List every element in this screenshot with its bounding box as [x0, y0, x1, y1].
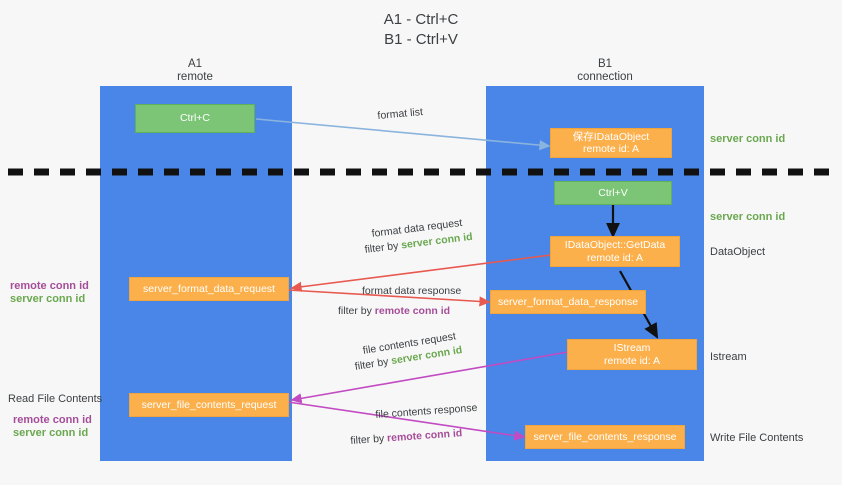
box-server-format-data-response-label: server_format_data_response	[497, 295, 639, 308]
arrow-file-contents-response	[287, 401, 526, 441]
box-server-file-contents-request-label: server_file_contents_request	[141, 398, 277, 411]
label-right-write-file-contents: Write File Contents	[710, 432, 804, 444]
box-getdata[interactable]: IDataObject::GetData remote id: A	[550, 236, 680, 267]
box-ctrl-c[interactable]: Ctrl+C	[135, 104, 255, 133]
edge-label-fdresp-filter-key: remote conn id	[374, 305, 451, 317]
box-server-file-contents-response[interactable]: server_file_contents_response	[525, 425, 685, 449]
box-save-idataobject[interactable]: 保存IDataObject remote id: A	[550, 128, 672, 158]
label-left-remote-conn-id-1: remote conn id	[10, 280, 89, 292]
box-server-format-data-request[interactable]: server_format_data_request	[129, 277, 289, 301]
edge-label-format-data-response: format data response	[362, 285, 461, 297]
edge-label-fdresp-filter-prefix: filter by	[338, 305, 375, 317]
column-caption-b1: B1 connection	[530, 58, 680, 84]
arrow-format-data-request	[290, 254, 552, 292]
arrow-format-data-response	[287, 289, 491, 307]
column-caption-a1: A1 remote	[120, 58, 270, 84]
arrow-file-contents-request	[290, 351, 569, 404]
box-istream-line2: remote id: A	[603, 354, 661, 367]
box-istream[interactable]: IStream remote id: A	[567, 339, 697, 370]
box-istream-line1: IStream	[613, 342, 651, 354]
label-right-server-conn-id-top: server conn id	[710, 133, 786, 145]
box-server-file-contents-response-label: server_file_contents_response	[533, 430, 677, 443]
box-server-format-data-request-label: server_format_data_request	[143, 282, 275, 295]
column-a1-name: A1	[187, 58, 203, 70]
box-server-file-contents-request[interactable]: server_file_contents_request	[129, 393, 289, 417]
box-save-idataobject-line1: 保存IDataObject	[572, 130, 650, 143]
box-ctrl-v-label: Ctrl+V	[598, 186, 628, 199]
box-ctrl-v[interactable]: Ctrl+V	[554, 181, 672, 205]
column-b1-name: B1	[597, 58, 613, 70]
box-getdata-line2: remote id: A	[586, 251, 644, 264]
box-getdata-line1: IDataObject::GetData	[564, 239, 666, 251]
column-b1-role: connection	[577, 71, 633, 83]
title-line-1: A1 - Ctrl+C	[383, 11, 459, 28]
page-title: A1 - Ctrl+C B1 - Ctrl+V	[0, 10, 842, 50]
label-right-dataobject: DataObject	[710, 246, 766, 258]
label-left-remote-conn-id-2: remote conn id	[13, 414, 92, 426]
label-left-server-conn-id-1: server conn id	[10, 293, 86, 305]
edge-label-format-data-response-filter: filter by remote conn id	[338, 305, 450, 317]
label-left-read-file-contents: Read File Contents	[8, 393, 103, 405]
edge-label-format-data-response-text: format data response	[362, 285, 462, 297]
arrow-format-list	[255, 118, 551, 151]
box-server-format-data-response[interactable]: server_format_data_response	[490, 290, 646, 314]
box-save-idataobject-line2: remote id: A	[582, 143, 640, 155]
label-right-server-conn-id-mid: server conn id	[710, 211, 786, 223]
title-line-2: B1 - Ctrl+V	[384, 31, 458, 48]
box-ctrl-c-label: Ctrl+C	[179, 112, 211, 125]
label-right-istream: Istream	[710, 351, 747, 363]
edge-label-fcresp-filter-prefix: filter by	[350, 432, 388, 447]
column-a1-role: remote	[177, 71, 213, 83]
label-left-server-conn-id-2: server conn id	[13, 427, 89, 439]
